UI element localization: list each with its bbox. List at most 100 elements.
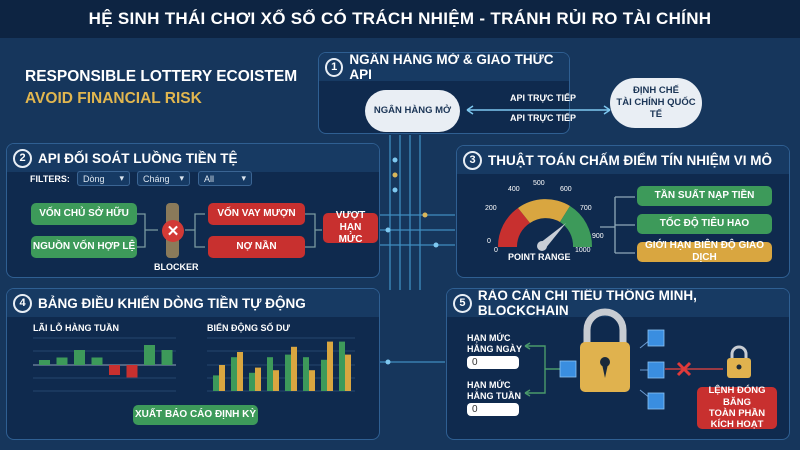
pnl-bar bbox=[39, 360, 50, 365]
weekly-pnl-chart bbox=[33, 337, 176, 392]
chevron-down-icon: ▾ bbox=[241, 173, 246, 183]
balance-bar-yellow bbox=[219, 365, 225, 391]
gauge-tick: 0 bbox=[487, 238, 491, 245]
range-min: 0 bbox=[494, 247, 498, 254]
chart-title: LÃI LỖ HÀNG TUẦN bbox=[33, 323, 119, 333]
balance-bar-yellow bbox=[345, 354, 351, 391]
panel-title: NGÂN HÀNG MỞ & GIAO THỨC API bbox=[349, 52, 554, 82]
cloud-open-bank: NGÂN HÀNG MỞ bbox=[365, 90, 460, 132]
step-number: 4 bbox=[13, 293, 32, 313]
factor-arrows bbox=[600, 196, 635, 254]
brand: RESPONSIBLE LOTTERY ECOISTEM AVOID FINAN… bbox=[25, 66, 297, 110]
factor-spending-rate: TỐC ĐỘ TIÊU HAO bbox=[637, 214, 772, 234]
pnl-bar bbox=[56, 357, 68, 365]
balance-bar-green bbox=[321, 359, 327, 391]
range-label: POINT RANGE bbox=[508, 252, 571, 262]
gauge-yellow bbox=[518, 199, 570, 223]
panel-cashflow-dashboard: 4 BẢNG ĐIỀU KHIỂN DÒNG TIỀN TỰ ĐỘNG bbox=[6, 288, 380, 440]
balance-bar-green bbox=[231, 357, 237, 391]
filter-select-1[interactable]: Dòng ▾ bbox=[77, 171, 130, 186]
chevron-down-icon: ▾ bbox=[119, 173, 124, 183]
panel-title: THUẬT TOÁN CHẤM ĐIỂM TÍN NHIỆM VI MÔ bbox=[488, 152, 772, 168]
panel-title: BẢNG ĐIỀU KHIỂN DÒNG TIỀN TỰ ĐỘNG bbox=[38, 295, 306, 311]
balance-chart bbox=[207, 337, 355, 392]
step-number: 2 bbox=[13, 148, 32, 168]
chevron-down-icon: ▾ bbox=[179, 173, 184, 183]
alert-line: LỆNH ĐÓNG BĂNG bbox=[708, 385, 766, 408]
balance-bar-green bbox=[249, 372, 255, 391]
chart-title: BIẾN ĐỘNG SỐ DƯ bbox=[207, 323, 290, 333]
pnl-bar bbox=[144, 345, 155, 365]
page-title: HỆ SINH THÁI CHƠI XỔ SỐ CÓ TRÁCH NHIỆM -… bbox=[0, 0, 800, 38]
filters-label: FILTERS: bbox=[30, 174, 70, 184]
credit-gauge bbox=[497, 199, 593, 251]
label-line: HẰNG NGÀY bbox=[467, 344, 523, 354]
balance-bar-yellow bbox=[327, 341, 333, 391]
export-report-button[interactable]: XUẤT BÁO CÁO ĐỊNH KỲ bbox=[133, 405, 258, 425]
alert-line: TOÀN PHẦN bbox=[708, 408, 766, 419]
range-max: 1000 bbox=[575, 247, 591, 254]
cloud-label: ĐỊNH CHẾ bbox=[633, 85, 679, 97]
label-line: HẰNG TUẦN bbox=[467, 391, 521, 401]
api-label: API TRỰC TIẾP bbox=[510, 93, 576, 103]
factor-deposit-frequency: TẦN SUẤT NẠP TIỀN bbox=[637, 186, 772, 206]
source-equity: VỐN CHỦ SỞ HỮU bbox=[31, 203, 137, 225]
filter-value: All bbox=[204, 173, 215, 184]
blocked-x-icon bbox=[676, 361, 692, 377]
filter-select-2[interactable]: Cháng ▾ bbox=[137, 171, 190, 186]
step-number: 1 bbox=[325, 57, 344, 77]
balance-bar-yellow bbox=[255, 367, 261, 391]
balance-bar-green bbox=[303, 357, 309, 391]
blockchain-cubes bbox=[559, 329, 665, 410]
panel-title: API ĐỐI SOÁT LUỒNG TIỀN TỆ bbox=[38, 150, 238, 166]
gauge-needle bbox=[540, 223, 566, 249]
balance-bar-yellow bbox=[309, 370, 315, 391]
weekly-limit-input[interactable]: 0 bbox=[467, 403, 519, 416]
daily-limit-input[interactable]: 0 bbox=[467, 356, 519, 369]
factor-transaction-limit: GIỚI HẠN BIÊN ĐỘ GIAO DỊCH bbox=[637, 240, 772, 263]
gauge-tick: 400 bbox=[508, 186, 520, 193]
gauge-tick: 900 bbox=[592, 233, 604, 240]
balance-bar-yellow bbox=[237, 352, 243, 391]
gauge-red bbox=[497, 208, 530, 247]
bidirectional-arrow bbox=[466, 105, 611, 115]
brand-line1: RESPONSIBLE LOTTERY ECOISTEM bbox=[25, 68, 298, 85]
risk-borrowed-capital: VỐN VAY MƯỢN bbox=[208, 203, 305, 225]
gauge-tick: 500 bbox=[533, 180, 545, 187]
api-label: API TRỰC TIẾP bbox=[510, 113, 576, 123]
pnl-bar bbox=[126, 365, 138, 378]
cloud-label: TÀI CHÍNH QUỐC TẾ bbox=[616, 97, 696, 120]
blocker-label: BLOCKER bbox=[154, 262, 199, 272]
label-line: HẠN MỨC bbox=[467, 380, 511, 390]
step-number: 5 bbox=[453, 293, 472, 313]
gauge-tick: 600 bbox=[560, 186, 572, 193]
pnl-bar bbox=[161, 350, 173, 365]
panel-title: RÀO CẢN CHI TIÊU THÔNG MINH, BLOCKCHAIN bbox=[477, 288, 697, 318]
filter-select-3[interactable]: All ▾ bbox=[198, 171, 252, 186]
padlock-shackle bbox=[583, 308, 627, 345]
gauge-tick: 200 bbox=[485, 205, 497, 212]
source-legal-capital: NGUỒN VỐN HỢP LỆ bbox=[31, 236, 137, 258]
block-x-icon: ✕ bbox=[162, 220, 184, 242]
filter-value: Dòng bbox=[83, 173, 105, 184]
gauge-green bbox=[560, 206, 593, 247]
alert-line: KÍCH HOẠT bbox=[710, 419, 764, 431]
step-number: 3 bbox=[463, 150, 482, 170]
balance-bar-green bbox=[285, 354, 291, 391]
label-line: HẠN MỨC bbox=[467, 333, 511, 343]
pnl-bar bbox=[74, 350, 85, 365]
balance-bar-green bbox=[213, 375, 219, 391]
brand-line2: AVOID FINANCIAL RISK bbox=[25, 90, 202, 107]
filter-value: Cháng bbox=[143, 173, 170, 184]
pnl-bar bbox=[91, 357, 103, 365]
risk-debt: NỢ NẦN bbox=[208, 236, 305, 258]
pnl-bar bbox=[109, 365, 120, 375]
balance-bar-green bbox=[339, 341, 345, 391]
